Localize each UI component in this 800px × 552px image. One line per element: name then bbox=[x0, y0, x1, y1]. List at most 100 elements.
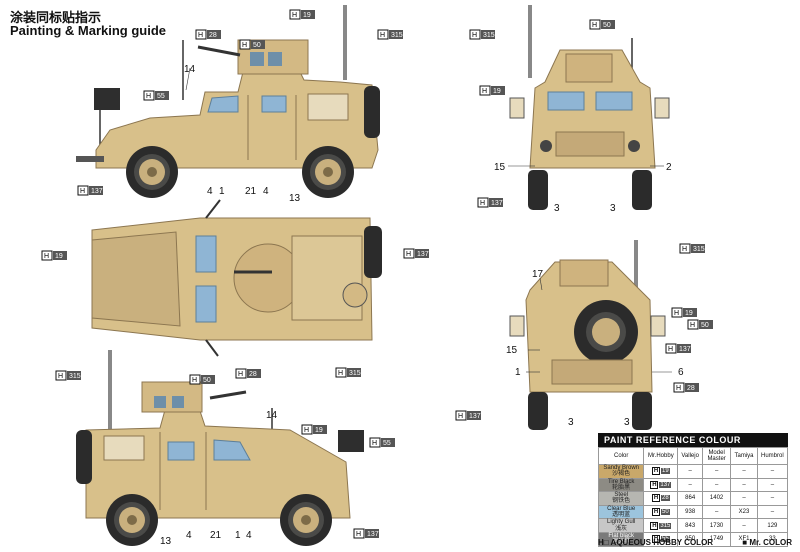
column-header: Vallejo bbox=[677, 447, 703, 465]
rear-view bbox=[509, 240, 666, 430]
svg-text:H: H bbox=[458, 413, 463, 420]
top-view bbox=[91, 199, 382, 357]
paint-code-value: 28 bbox=[209, 32, 217, 39]
callout: 2 bbox=[666, 162, 672, 173]
svg-text:H: H bbox=[192, 377, 197, 384]
side-view-right bbox=[76, 350, 364, 546]
svg-text:H: H bbox=[690, 322, 695, 329]
paint-code-value: 19 bbox=[55, 253, 63, 260]
callout: 14 bbox=[266, 410, 278, 421]
tamiya-code: XF1 bbox=[730, 531, 758, 547]
svg-text:H: H bbox=[674, 310, 679, 317]
svg-text:H: H bbox=[482, 88, 487, 95]
callout: 13 bbox=[289, 193, 301, 204]
vallejo-code: – bbox=[677, 464, 703, 479]
paint-code-value: 19 bbox=[685, 310, 693, 317]
paint-code-label: H 315 bbox=[469, 29, 495, 40]
svg-text:H: H bbox=[480, 200, 485, 207]
model-master-code: – bbox=[701, 464, 732, 479]
callout: 21 bbox=[245, 186, 257, 197]
callout: 1 bbox=[235, 530, 241, 541]
svg-text:H: H bbox=[338, 370, 343, 377]
svg-text:H: H bbox=[372, 440, 377, 447]
paint-code-value: 28 bbox=[249, 371, 257, 378]
paint-code-value: 19 bbox=[303, 12, 311, 19]
paint-code-label: H 19 bbox=[289, 9, 315, 20]
svg-text:H: H bbox=[292, 12, 297, 19]
paint-table-grid: Color Mr.Hobby Vallejo Model Master Tami… bbox=[597, 447, 789, 547]
column-header: Tamiya bbox=[730, 447, 758, 465]
front-view bbox=[509, 5, 670, 210]
svg-text:H: H bbox=[676, 385, 681, 392]
paint-code-value: 137 bbox=[469, 413, 481, 420]
column-header: Humbrol bbox=[756, 447, 789, 465]
tamiya-code: – bbox=[730, 518, 758, 533]
paint-code-value: 137 bbox=[91, 188, 103, 195]
model-master-code: – bbox=[701, 504, 732, 520]
callout: 3 bbox=[610, 203, 616, 214]
leader-lines bbox=[185, 67, 672, 373]
guide-title-chinese: 涂装同标贴指示 bbox=[10, 11, 102, 26]
svg-text:H: H bbox=[406, 251, 411, 258]
paint-code-value: 137 bbox=[491, 200, 503, 207]
callout: 15 bbox=[506, 345, 518, 356]
svg-text:H: H bbox=[198, 32, 203, 39]
svg-text:H: H bbox=[238, 371, 243, 378]
callout: 1 bbox=[515, 367, 521, 378]
callout: 4 bbox=[246, 530, 252, 541]
column-header: Mr.Hobby bbox=[643, 447, 679, 465]
humbrol-code: 33 bbox=[756, 531, 789, 547]
paint-code-value: 55 bbox=[157, 93, 165, 100]
svg-text:H: H bbox=[380, 32, 385, 39]
humbrol-code: 129 bbox=[756, 518, 789, 533]
svg-text:H: H bbox=[146, 93, 151, 100]
humbrol-code: – bbox=[756, 491, 789, 506]
svg-text:H: H bbox=[58, 373, 63, 380]
paint-code-value: 137 bbox=[417, 251, 429, 258]
tamiya-code: – bbox=[730, 491, 758, 506]
guide-title: Painting & Marking guide bbox=[10, 23, 167, 38]
callout: 4 bbox=[207, 186, 213, 197]
svg-text:H: H bbox=[668, 346, 673, 353]
callout: 3 bbox=[624, 417, 630, 428]
paint-code-value: 315 bbox=[391, 32, 403, 39]
paint-code-value: 315 bbox=[483, 32, 495, 39]
svg-text:H: H bbox=[242, 42, 247, 49]
paint-code-label: H 28 bbox=[235, 368, 261, 379]
paint-code-label: H 137 bbox=[455, 410, 481, 421]
aqueous-legend: H□ AQUEOUS HOBBY COLOR bbox=[598, 538, 714, 547]
paint-table-title: PAINT REFERENCE COLOUR bbox=[598, 433, 788, 447]
model-master-code: 1402 bbox=[701, 491, 732, 506]
svg-text:H: H bbox=[80, 188, 85, 195]
callout: 21 bbox=[210, 530, 222, 541]
paint-reference-table: PAINT REFERENCE COLOUR Color Mr.Hobby Va… bbox=[597, 433, 789, 547]
paint-code-label: H 137 bbox=[477, 197, 503, 208]
paint-code-value: 50 bbox=[203, 377, 211, 384]
paint-code-label: H 28 bbox=[195, 29, 221, 40]
paint-code-value: 315 bbox=[349, 370, 361, 377]
vallejo-code: – bbox=[677, 477, 703, 493]
paint-code-label: H 137 bbox=[77, 185, 103, 196]
paint-code-value: 50 bbox=[701, 322, 709, 329]
callout: 6 bbox=[678, 367, 684, 378]
svg-text:H: H bbox=[472, 32, 477, 39]
